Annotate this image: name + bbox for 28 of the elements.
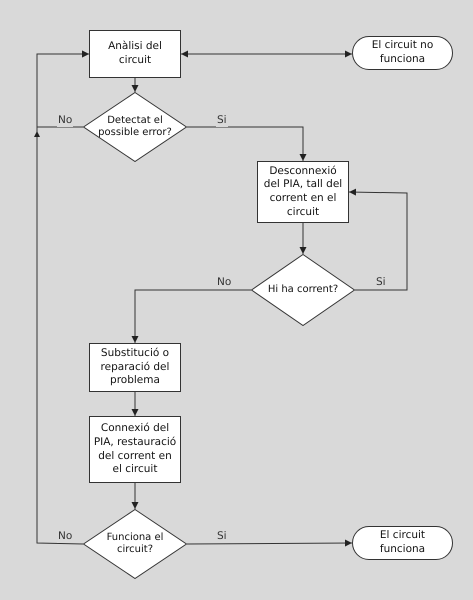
arrow (132, 290, 252, 344)
arrow (300, 222, 306, 254)
process-box (89, 30, 181, 78)
decision-diamond (83, 92, 187, 162)
node-text: El circuit no funciona (370, 39, 434, 67)
arrow (186, 540, 352, 547)
arrow (132, 482, 138, 510)
arrow (180, 50, 352, 58)
node-text: Connexió del PIA, restauració del corrent en el circuit (93, 422, 177, 477)
terminal-box (352, 36, 453, 70)
process-box (89, 416, 181, 483)
decision-diamond (251, 254, 355, 326)
node-text: El circuit funciona (378, 529, 426, 557)
arrow (186, 126, 306, 162)
decision-diamond (83, 509, 187, 579)
process-box (257, 161, 349, 223)
terminal-box (352, 526, 453, 560)
process-box (89, 343, 181, 392)
node-text: Desconnexió del PIA, tall del corrent en el circuit (262, 164, 344, 220)
arrow (348, 188, 408, 290)
node-text: Hi ha corrent? (268, 284, 338, 296)
arrow (36, 50, 90, 544)
arrow (132, 78, 138, 92)
node-text: Anàlisi del circuit (107, 40, 163, 68)
node-text: Substitució o reparació del problema (100, 347, 170, 388)
arrow (132, 392, 138, 416)
node-text: Detectat el possible error? (97, 115, 173, 139)
node-text: Funciona el circuit? (106, 532, 164, 556)
